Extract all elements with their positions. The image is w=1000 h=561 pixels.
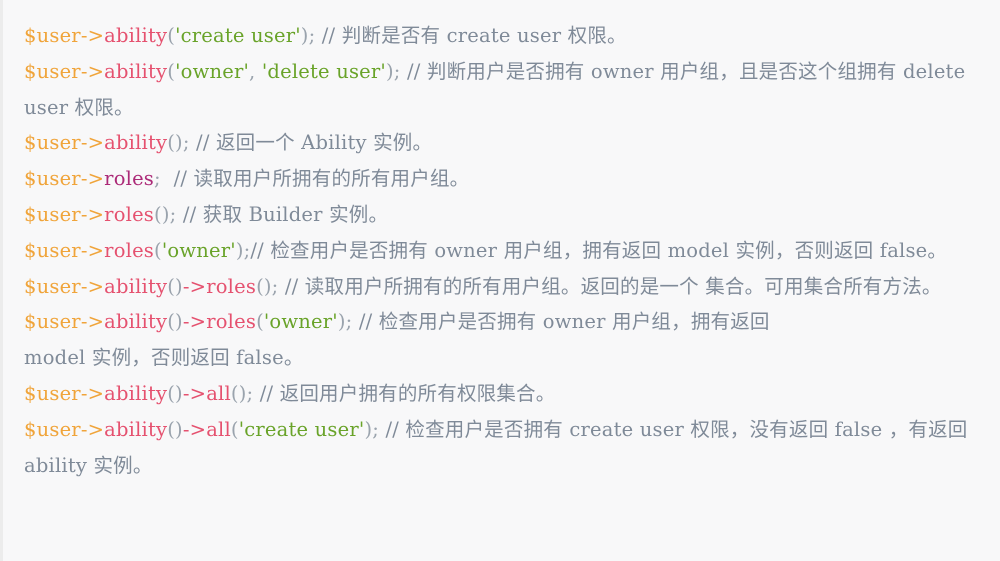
code-variable: $user-> xyxy=(24,310,105,334)
code-comment: // 返回一个 Ability 实例。 xyxy=(196,131,433,155)
code-punctuation: ); xyxy=(364,417,386,441)
code-function: ->roles xyxy=(182,274,257,298)
code-comment: // 检查用户是否拥有 owner 用户组，拥有返回 model 实例，否则返回… xyxy=(250,238,948,262)
code-function: roles xyxy=(104,238,155,262)
code-function: ability xyxy=(104,274,168,298)
code-variable: $user-> xyxy=(24,202,105,226)
code-function: ->all xyxy=(182,381,231,405)
code-punctuation: ( xyxy=(167,59,176,83)
code-comment: // 检查用户是否拥有 create user 权限，没有返回 false ，有… xyxy=(24,417,974,477)
code-punctuation: ); xyxy=(385,59,407,83)
code-function: ability xyxy=(104,24,168,47)
code-line: $user->roles(); // 获取 Builder 实例。 xyxy=(24,197,980,233)
code-function: ability xyxy=(104,59,168,83)
code-punctuation: ); xyxy=(300,24,322,47)
code-comment: // 返回用户拥有的所有权限集合。 xyxy=(259,381,556,405)
code-comment: // 判断用户是否拥有 owner 用户组，且是否这个组拥有 delete us… xyxy=(24,59,972,119)
code-punctuation: ; xyxy=(154,167,174,191)
code-variable: $user-> xyxy=(24,167,105,191)
code-variable: $user-> xyxy=(24,59,105,83)
code-punctuation: () xyxy=(167,274,183,298)
code-function: ability xyxy=(104,381,168,405)
code-punctuation: , xyxy=(249,59,262,83)
code-line: $user->ability('owner', 'delete user'); … xyxy=(24,54,980,126)
code-function: ability xyxy=(104,417,168,441)
code-punctuation: (); xyxy=(154,202,183,226)
code-variable: $user-> xyxy=(24,274,105,298)
code-string: 'create user' xyxy=(238,417,365,441)
code-function: ->all xyxy=(182,417,231,441)
code-variable: $user-> xyxy=(24,381,105,405)
code-line: $user->ability()->roles(); // 读取用户所拥有的所有… xyxy=(24,269,980,305)
code-function: ability xyxy=(104,131,168,155)
code-line: $user->ability()->all('create user'); //… xyxy=(24,412,980,484)
code-string: 'delete user' xyxy=(261,59,386,83)
code-string: 'owner' xyxy=(263,310,338,334)
code-punctuation: ); xyxy=(235,238,251,262)
code-line: $user->roles('owner');// 检查用户是否拥有 owner … xyxy=(24,233,980,269)
code-punctuation: () xyxy=(167,381,183,405)
code-line: $user->ability(); // 返回一个 Ability 实例。 xyxy=(24,125,980,161)
code-variable: $user-> xyxy=(24,24,105,47)
code-punctuation: ( xyxy=(230,417,239,441)
code-punctuation: ); xyxy=(337,310,359,334)
code-property: roles xyxy=(104,167,155,191)
code-variable: $user-> xyxy=(24,131,105,155)
code-line: $user->ability()->all(); // 返回用户拥有的所有权限集… xyxy=(24,376,980,412)
code-function: ability xyxy=(104,310,168,334)
code-punctuation: ( xyxy=(154,238,162,262)
code-punctuation: (); xyxy=(167,131,197,155)
code-function: roles xyxy=(104,202,155,226)
code-comment: // 读取用户所拥有的所有用户组。返回的是一个 集合。可用集合所有方法。 xyxy=(284,274,942,298)
code-comment: // 获取 Builder 实例。 xyxy=(182,202,389,226)
code-line: $user->roles; // 读取用户所拥有的所有用户组。 xyxy=(24,161,980,197)
code-punctuation: () xyxy=(167,310,183,334)
code-variable: $user-> xyxy=(24,238,105,262)
code-string: 'owner' xyxy=(175,59,250,83)
code-punctuation: () xyxy=(167,417,183,441)
code-line: $user->ability()->roles('owner'); // 检查用… xyxy=(24,304,980,376)
code-function: ->roles xyxy=(182,310,257,334)
code-string: 'owner' xyxy=(161,238,236,262)
code-comment: // 判断是否有 create user 权限。 xyxy=(321,24,627,47)
code-string: 'create user' xyxy=(175,24,301,47)
code-punctuation: ( xyxy=(256,310,264,334)
code-punctuation: (); xyxy=(256,274,285,298)
code-comment: // 检查用户是否拥有 owner 用户组，拥有返回 model 实例，否则返回… xyxy=(24,310,770,370)
code-punctuation: ( xyxy=(167,24,176,47)
code-punctuation: (); xyxy=(230,381,260,405)
code-line: $user->ability('create user'); // 判断是否有 … xyxy=(24,18,980,54)
code-variable: $user-> xyxy=(24,417,105,441)
code-comment: // 读取用户所拥有的所有用户组。 xyxy=(173,167,470,191)
